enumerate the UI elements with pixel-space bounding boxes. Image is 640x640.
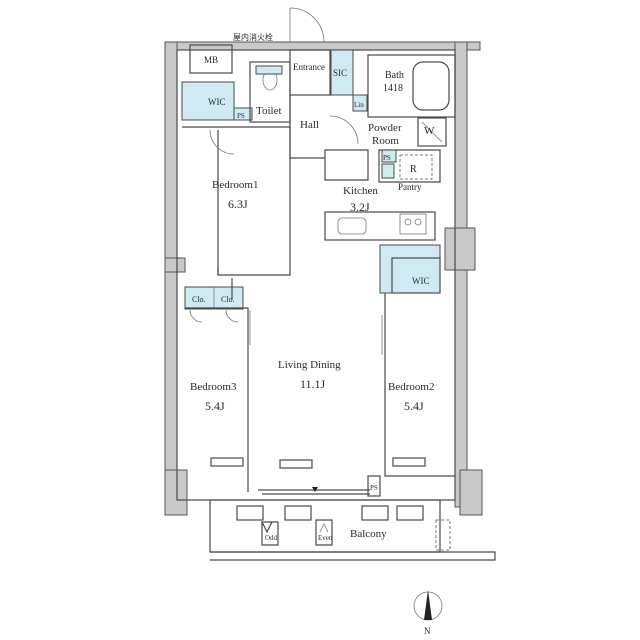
balcony-area — [209, 499, 496, 561]
ps-kitchen-label: PS — [383, 154, 391, 162]
powder-label-line1: Powder — [368, 122, 402, 134]
ps-top-label: PS — [237, 112, 245, 120]
right-wic — [379, 244, 441, 294]
lin-label: Lin — [354, 101, 364, 109]
living-sliding-doors — [258, 475, 381, 497]
kitchen-counter — [324, 211, 436, 241]
closet2-label: Clo. — [221, 295, 235, 304]
window-units — [210, 457, 426, 469]
top-storage — [181, 61, 291, 123]
balcony-label: Balcony — [350, 528, 387, 540]
bedroom2-size-label: 5.4J — [404, 399, 424, 413]
hydrant-label: 屋内消火栓 — [233, 32, 273, 42]
north-arrow — [413, 590, 443, 621]
bedroom3-closets — [184, 286, 244, 323]
mb-box — [189, 44, 233, 74]
odd-label: Odd — [265, 534, 278, 542]
living-dining-label: Living Dining — [278, 359, 341, 371]
bedroom-walls — [185, 278, 455, 492]
ps-bottom-label: PS — [370, 484, 378, 492]
kitchen-size-label: 3.2J — [350, 200, 370, 214]
bedroom2-label: Bedroom2 — [388, 381, 434, 393]
bedroom3-size-label: 5.4J — [205, 399, 225, 413]
entrance-cluster — [289, 49, 456, 147]
hall-label: Hall — [300, 119, 319, 131]
toilet-label: Toilet — [256, 105, 282, 117]
bedroom1-size-label: 6.3J — [228, 197, 248, 211]
wic-top-label: WIC — [208, 97, 226, 107]
closet1-label: Clo. — [192, 295, 206, 304]
sic-label: SIC — [333, 68, 347, 78]
mb-label: MB — [204, 55, 218, 65]
entrance-door — [289, 7, 325, 43]
interior-partitions — [182, 95, 441, 276]
bedroom3-label: Bedroom3 — [190, 381, 237, 393]
pantry-label: Pantry — [398, 182, 422, 192]
kitchen-label: Kitchen — [343, 185, 378, 197]
fridge-label: R — [410, 164, 417, 175]
bedroom1-label: Bedroom1 — [212, 179, 258, 191]
north-label: N — [424, 626, 431, 636]
entrance-label: Entrance — [293, 62, 325, 72]
wic-right-label: WIC — [412, 276, 430, 286]
bath-label: Bath — [385, 70, 404, 81]
even-label: Even — [318, 534, 333, 542]
bath-size-label: 1418 — [383, 83, 403, 94]
washer-label: W — [424, 125, 435, 137]
powder-label-line2: Room — [372, 135, 399, 147]
living-dining-size-label: 11.1J — [300, 377, 326, 391]
